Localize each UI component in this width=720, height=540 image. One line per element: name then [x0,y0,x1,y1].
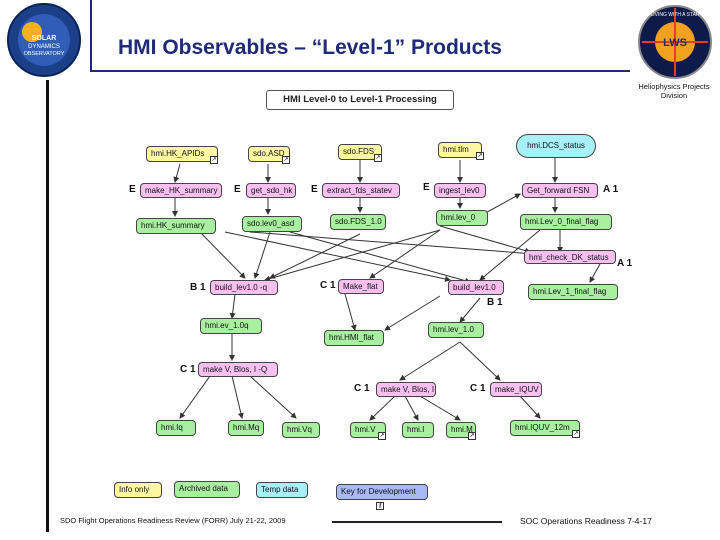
node-sdo-fds: sdo.FDS [338,144,382,160]
node-hmi-tlm: hmi.tlm [438,142,482,158]
logo-text-2: DYNAMICS [28,44,60,50]
tag-b1-1: B 1 [190,282,206,293]
tag-b1-2: B 1 [487,297,503,308]
diagram-title: HMI Level-0 to Level-1 Processing [266,90,454,110]
node-build-lev1-q: build_lev1.0 -q [210,280,278,295]
footer-rule [332,521,502,523]
node-ingest-lev0: ingest_lev0 [434,183,486,198]
node-hmi-lev-0: hmi.lev_0 [436,210,488,226]
node-hmi-mq: hmi.Mq [228,420,264,436]
tag-e-2: E [234,184,241,195]
legend-key-for-development: Key for Development [336,484,428,500]
tag-c1-4: C 1 [470,383,486,394]
tag-e-4: E [423,182,430,193]
footer-right: SOC Operations Readiness 7-4-17 [520,516,652,526]
node-make-iquv: make_IQUV [490,382,542,397]
node-make-v-blos-i: make V, Blos, I [376,382,436,397]
key-icon: ⚷ [376,502,384,510]
node-lev0-final-flag: hmi.Lev_0_final_flag [520,214,612,230]
node-hmi-flat: hmi.HMI_flat [324,330,384,346]
node-hmi-i: hmi.I [402,422,434,438]
tag-c1-3: C 1 [354,383,370,394]
lws-ring-text: LIVING WITH A STAR [650,12,699,18]
external-link-icon: ↗ [210,156,218,164]
node-make-hk-summary: make_HK_summary [140,183,222,198]
node-hk-summary: hmi.HK_summary [136,218,216,234]
tag-e-3: E [311,184,318,195]
node-dcs-status: hmi.DCS_status [516,134,596,158]
header-divider-vertical [90,0,92,72]
node-lev1-final-flag: hmi.Lev_1_final_flag [528,284,618,300]
tag-c1-1: C 1 [320,280,336,291]
external-link-icon: ↗ [572,430,580,438]
tag-a1-1: A 1 [603,184,619,195]
external-link-icon: ↗ [378,432,386,440]
node-build-lev1: build_lev1.0 [448,280,504,295]
node-sdo-asd: sdo.ASD [248,146,290,162]
node-hmi-v: hmi.V [350,422,386,438]
header-divider-horizontal [90,70,630,72]
logo-text-3: OBSERVATORY [24,51,65,57]
legend-temp-data: Temp data [256,482,308,498]
legend-info-only: Info only [114,482,162,498]
division-label: Heliophysics Projects Division [638,82,710,100]
node-get-forward-fsn: Get_forward FSN [522,183,598,198]
node-hmi-vq: hmi.Vq [282,422,320,438]
node-hmi-lev-1-0: hmi.lev_1.0 [428,322,484,338]
left-rule [46,80,49,532]
node-hmi-iquv-12m: hmi.IQUV_12m [510,420,580,436]
slide-title: HMI Observables – “Level-1” Products [118,36,502,59]
lws-logo-text: LWS [663,37,687,49]
node-hmi-ev-1-0q: hmi.ev_1.0q [200,318,262,334]
logo-text-1: SOLAR [32,35,57,42]
footer-left: SDO Flight Operations Readiness Review (… [60,516,286,525]
sdo-logo: SOLAR DYNAMICS OBSERVATORY [2,2,86,78]
node-hk-apids: hmi.HK_APIDs [146,146,218,162]
node-sdo-lev0-asd: sdo.lev0_asd [242,216,302,232]
tag-e-1: E [129,184,136,195]
node-extract-fds-statev: extract_fds_statev [322,183,400,198]
legend-archived-data: Archived data [174,481,240,498]
external-link-icon: ↗ [476,152,484,160]
tag-a1-2: A 1 [617,258,633,269]
node-hmi-iq: hmi.Iq [156,420,196,436]
external-link-icon: ↗ [374,154,382,162]
node-check-dk-status: hmi_check_DK_status [524,250,616,264]
tag-c1-2: C 1 [180,364,196,375]
node-get-sdo-hk: get_sdo_hk [246,183,296,198]
lws-logo: LWS LIVING WITH A STAR [632,2,718,82]
external-link-icon: ↗ [468,432,476,440]
external-link-icon: ↗ [282,156,290,164]
node-make-flat: Make_flat [338,279,384,294]
node-make-v-blos-i-q: make V, Blos, I -Q [198,362,278,377]
node-sdo-fds-1: sdo.FDS_1.0 [330,214,386,230]
